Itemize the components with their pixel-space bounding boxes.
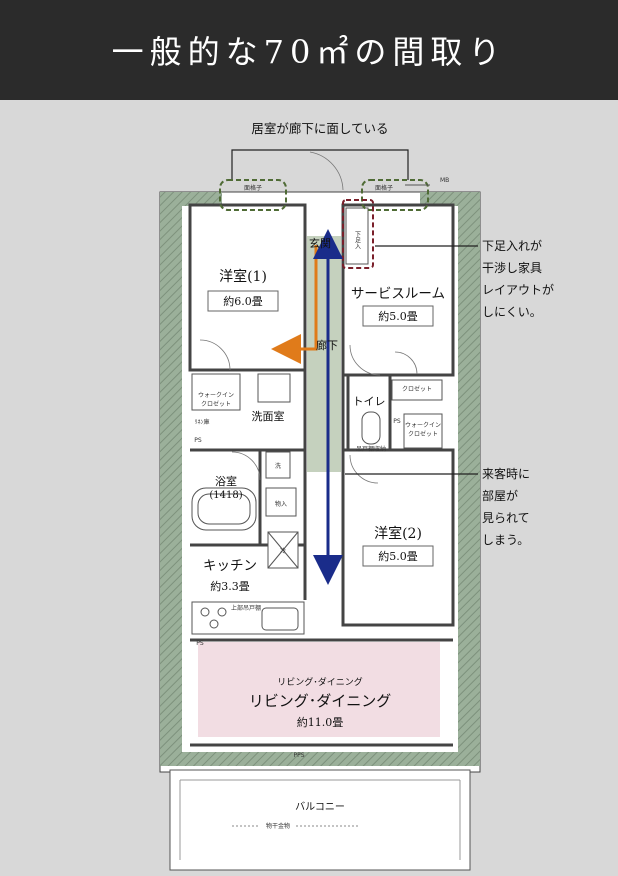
shoe-box-label: 下足入: [354, 231, 361, 249]
living-dining-area: [198, 642, 440, 737]
washroom-label: 洗面室: [252, 409, 285, 423]
upper-cabinet-label: 上部吊戸棚: [231, 604, 261, 612]
room-kitchen-area: 約3.3畳: [210, 579, 250, 593]
shoe-callout-text: 下足入れが 干渉し家具 レイアウトが しにくい。: [482, 238, 554, 319]
room-west1-area: 約6.0畳: [223, 294, 263, 308]
top-callout-bracket: [231, 149, 409, 180]
wall-top-left: [182, 192, 222, 206]
window-highlight-left: [219, 179, 287, 211]
room-bath-size: (1418): [209, 490, 242, 501]
room-service-name: サービスルーム: [351, 286, 445, 302]
storage-label: 物入: [275, 500, 287, 508]
svg-text:来客時に: 来客時に: [482, 466, 530, 481]
svg-text:見られて: 見られて: [482, 511, 530, 525]
svg-text:しまう。: しまう。: [482, 533, 529, 547]
wall-bottom: [160, 752, 480, 766]
ps-label: PS: [393, 418, 401, 425]
area-box: [362, 305, 434, 327]
wic-left-label: クロゼット: [201, 400, 231, 408]
fridge-label: 冷: [280, 547, 286, 555]
fixtures: [191, 207, 443, 635]
orange-arrow: [271, 245, 318, 364]
pps-label: PPS: [293, 752, 304, 759]
window-label-left: 面格子: [244, 184, 262, 192]
corridor: [307, 236, 341, 472]
wall-left: [160, 192, 182, 762]
top-callout-text: 居室が廊下に面している: [251, 121, 388, 136]
drying-label: 物干金物: [266, 822, 290, 830]
window-label-right: 面格子: [375, 184, 393, 192]
svg-text:レイアウトが: レイアウトが: [482, 282, 554, 297]
area-box: [207, 290, 279, 312]
interior-walls: [188, 203, 455, 747]
wic-right-label: ウォークイン: [405, 421, 441, 429]
stove-burner: [209, 619, 219, 629]
room-west1-name: 洋室(1): [219, 268, 267, 285]
door-swings: [199, 151, 418, 484]
window-highlight-right: [361, 179, 429, 211]
wall-right: [458, 192, 480, 762]
header-bar: 一般的な70㎡の間取り: [0, 0, 618, 100]
toilet-label: トイレ: [353, 395, 386, 408]
closet-label: クロゼット: [402, 385, 432, 393]
svg-text:しにくい。: しにくい。: [482, 305, 542, 319]
room-kitchen-name: キッチン: [203, 558, 257, 574]
ps-label: PS: [194, 437, 202, 444]
wash-label: 洗: [275, 462, 281, 470]
wall-top-right: [420, 192, 458, 206]
toilet-storage-label: 吊戸棚収納: [356, 445, 386, 453]
room-bath-name: 浴室: [215, 474, 237, 488]
room-living-area: 約11.0畳: [297, 715, 344, 729]
page-title: 一般的な70㎡の間取り: [111, 33, 507, 71]
svg-text:部屋が: 部屋が: [482, 488, 518, 503]
area-box: [362, 545, 434, 567]
living-small-label: リビング･ダイニング: [277, 676, 363, 688]
svg-text:下足入れが: 下足入れが: [482, 238, 542, 253]
wic-right-label: クロゼット: [408, 430, 438, 438]
corridor-label: 廊下: [316, 338, 338, 352]
guest-callout-text: 来客時に 部屋が 見られて しまう。: [482, 466, 530, 547]
room-service-area: 約5.0畳: [378, 309, 418, 323]
wic-left-label: ウォークイン: [198, 391, 234, 399]
balcony-area: [169, 769, 471, 871]
mb-label: MB: [440, 177, 449, 184]
shoe-box-highlight: [342, 199, 374, 269]
room-west2-area: 約5.0畳: [378, 549, 418, 563]
towel-label: ﾘﾈﾝ庫: [194, 418, 209, 426]
ps-label: PS: [196, 640, 204, 647]
stove-burner: [217, 607, 227, 617]
balcony-label: バルコニー: [295, 801, 345, 813]
room-living-name: リビング･ダイニング: [249, 692, 392, 710]
room-west2-name: 洋室(2): [374, 525, 422, 542]
stove-burner: [200, 607, 210, 617]
entrance-label: 玄関: [309, 236, 331, 250]
svg-text:干渉し家具: 干渉し家具: [482, 260, 542, 275]
floor-plan: バルコニー 物干金物: [159, 121, 554, 871]
